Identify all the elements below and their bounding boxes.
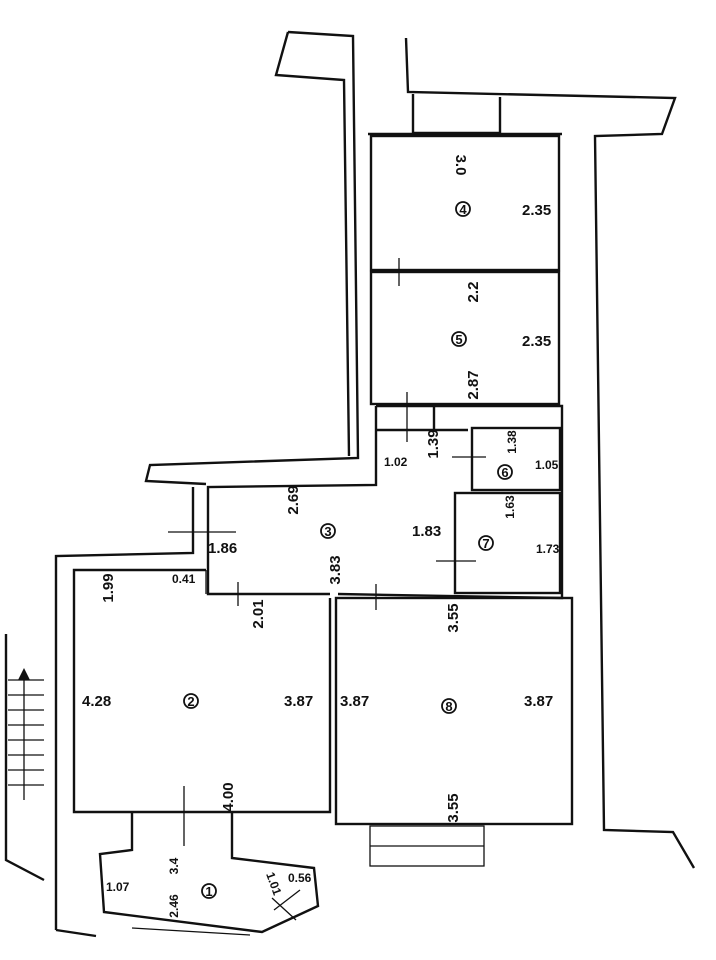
dim-label: 4.28 xyxy=(82,693,111,710)
dim-label: 1.38 xyxy=(505,430,519,454)
dim-label: 3.4 xyxy=(167,857,181,874)
room-2: 2 1.99 0.41 2.01 4.28 3.87 4.00 xyxy=(72,568,332,846)
dim-label: 2.87 xyxy=(465,370,482,399)
room-number: 8 xyxy=(445,699,452,714)
room-7: 7 1.63 1.73 xyxy=(436,491,562,595)
inner-walls xyxy=(206,392,564,600)
bottom-windows xyxy=(98,812,485,936)
dim-label: 3.83 xyxy=(327,555,344,584)
room-5: 5 2.2 2.35 2.87 xyxy=(369,258,561,406)
room-1: 1 1.07 3.4 2.46 1.01 0.56 xyxy=(106,857,312,917)
room-4: 4 3.0 2.35 xyxy=(369,134,561,272)
dim-label: 3.55 xyxy=(445,603,462,632)
dim-label: 2.46 xyxy=(167,894,181,918)
room-3: 3 2.69 1.86 3.83 1.83 1.02 1.39 xyxy=(168,429,442,585)
dim-label: 1.02 xyxy=(384,455,408,469)
dim-label: 1.39 xyxy=(425,429,442,458)
dim-label: 0.41 xyxy=(172,572,196,586)
dim-label: 1.05 xyxy=(535,458,559,472)
dim-label: 2.01 xyxy=(250,599,267,628)
dim-label: 3.87 xyxy=(284,693,313,710)
exterior-walls xyxy=(4,30,696,938)
room-number: 5 xyxy=(455,332,462,347)
room-6: 6 1.38 1.05 xyxy=(452,426,562,492)
dim-label: 4.00 xyxy=(220,782,237,811)
dim-label: 3.0 xyxy=(452,155,469,176)
dim-label: 1.07 xyxy=(106,880,130,894)
staircase xyxy=(8,668,44,800)
dim-label: 1.99 xyxy=(100,573,117,602)
room-number: 2 xyxy=(187,694,194,709)
dim-label: 2.2 xyxy=(465,282,482,303)
room-number: 7 xyxy=(482,536,489,551)
dim-label: 1.63 xyxy=(503,495,517,519)
room-number: 4 xyxy=(459,202,467,217)
dim-label: 3.55 xyxy=(445,793,462,822)
dim-label: 3.87 xyxy=(340,693,369,710)
dim-label: 1.01 xyxy=(263,870,284,897)
dim-label: 0.56 xyxy=(288,871,312,885)
dim-label: 1.73 xyxy=(536,542,560,556)
dim-label: 2.35 xyxy=(522,333,551,350)
room-number: 6 xyxy=(501,465,508,480)
dim-label: 3.87 xyxy=(524,693,553,710)
room-number: 3 xyxy=(324,524,331,539)
dim-label: 1.86 xyxy=(208,540,237,557)
room-8: 8 3.55 3.87 3.87 3.55 xyxy=(334,584,574,826)
dim-label: 2.35 xyxy=(522,202,551,219)
dim-label: 2.69 xyxy=(285,485,302,514)
room-number: 1 xyxy=(205,884,212,899)
dim-label: 1.83 xyxy=(412,523,441,540)
